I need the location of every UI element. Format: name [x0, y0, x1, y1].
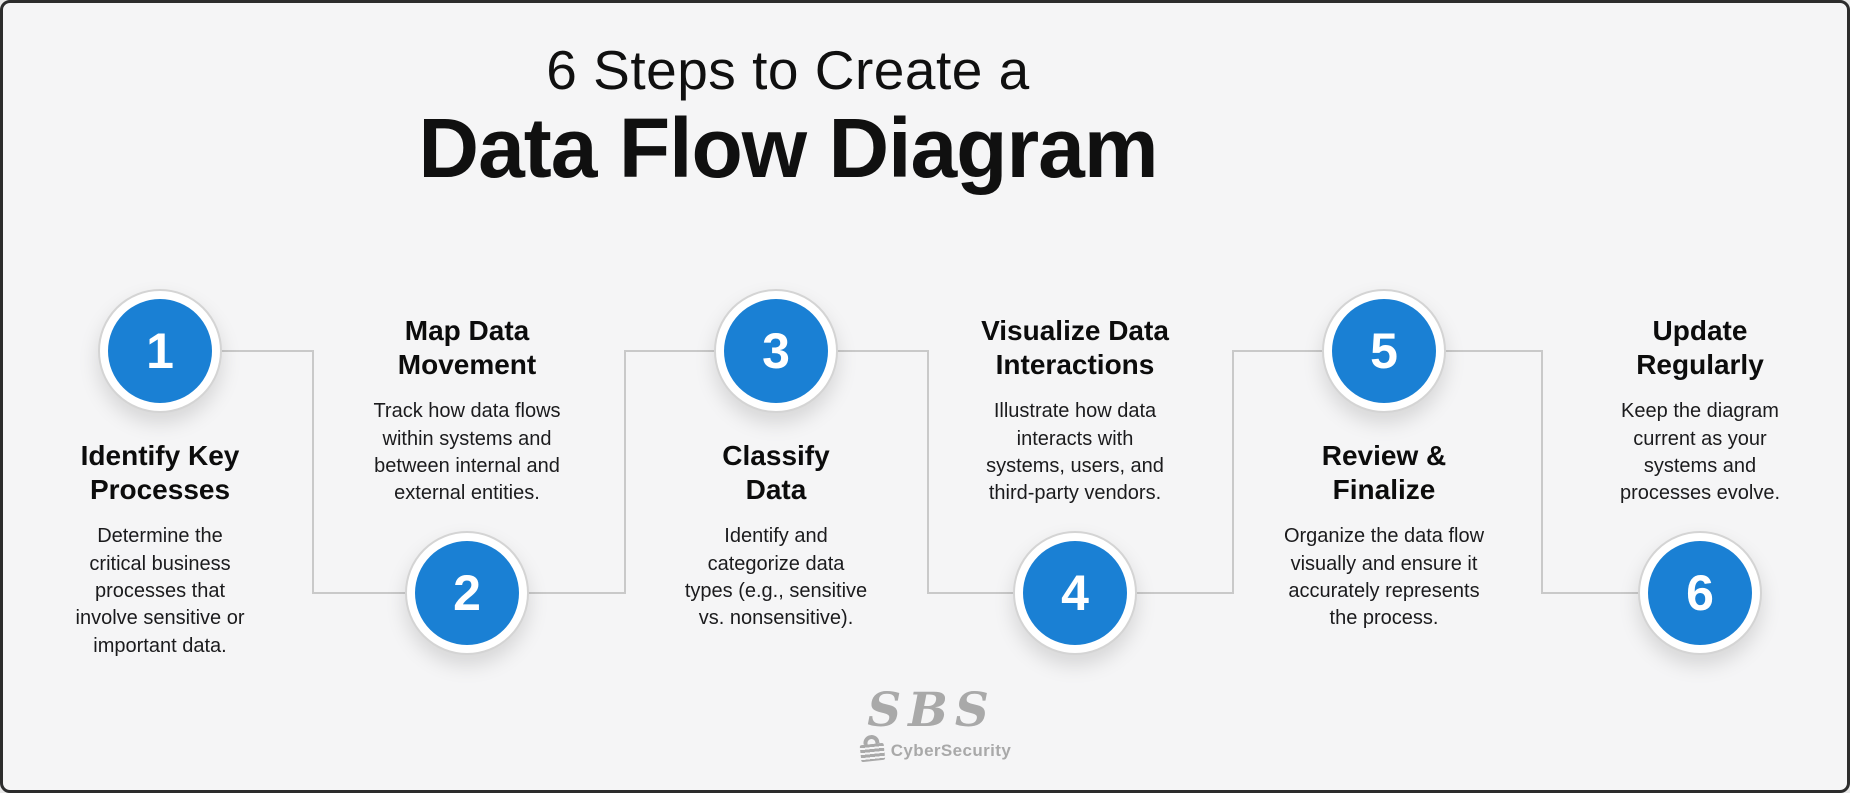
- step-5-circle: 5: [1322, 289, 1446, 413]
- step-4-heading: Visualize Data Interactions: [981, 315, 1169, 381]
- step-3-number: 3: [762, 323, 790, 379]
- step-2-number: 2: [453, 565, 481, 621]
- step-4-circle: 4: [1013, 531, 1137, 655]
- step-6-heading: Update Regularly: [1636, 315, 1764, 381]
- step-6-description: Keep the diagram current as your systems…: [1619, 400, 1781, 505]
- step-5-number: 5: [1370, 323, 1398, 379]
- step-4-number: 4: [1061, 565, 1089, 621]
- step-5-description: Organize the data flow visually and ensu…: [1283, 525, 1485, 630]
- step-6: Update Regularly Keep the diagram curren…: [1550, 308, 1847, 655]
- zigzag-connector-line: [160, 350, 1700, 594]
- step-5-heading: Review & Finalize: [1321, 440, 1447, 506]
- step-3-heading: Classify Data: [722, 440, 830, 506]
- step-1: 1 Identify Key Processes Determine the c…: [10, 289, 310, 660]
- step-6-number: 6: [1686, 565, 1714, 621]
- logo-subrow: CyberSecurity: [845, 734, 1012, 763]
- step-1-heading: Identify Key Processes: [80, 440, 240, 506]
- step-4: Visualize Data Interactions Illustrate h…: [925, 308, 1225, 655]
- step-2-circle: 2: [405, 531, 529, 655]
- step-5: 5 Review & Finalize Organize the data fl…: [1234, 289, 1534, 633]
- step-2-heading: Map Data Movement: [397, 315, 537, 381]
- step-4-description: Illustrate how data interacts with syste…: [986, 400, 1164, 505]
- step-1-circle-fill: 1: [108, 299, 212, 403]
- step-4-circle-fill: 4: [1023, 541, 1127, 645]
- sbs-logo-text: SBS: [867, 683, 996, 738]
- step-3-circle-fill: 3: [724, 299, 828, 403]
- step-1-description: Determine the critical business processe…: [75, 525, 245, 657]
- step-5-circle-fill: 5: [1332, 299, 1436, 403]
- step-6-circle: 6: [1638, 531, 1762, 655]
- step-1-number: 1: [146, 323, 174, 379]
- step-2-circle-fill: 2: [415, 541, 519, 645]
- step-6-circle-fill: 6: [1648, 541, 1752, 645]
- padlock-icon: [857, 734, 886, 763]
- step-1-circle: 1: [98, 289, 222, 413]
- title-subline: 6 Steps to Create a: [546, 39, 1030, 101]
- step-2-description: Track how data flows within systems and …: [373, 400, 561, 505]
- title-block: 6 Steps to Create a Data Flow Diagram: [338, 39, 1238, 190]
- step-3-description: Identify and categorize data types (e.g.…: [684, 525, 868, 630]
- step-2: Map Data Movement Track how data flows w…: [317, 308, 617, 655]
- page-title: Data Flow Diagram: [418, 101, 1158, 196]
- sbs-cybersecurity-logo: SBS CyberSecurity: [778, 683, 1078, 763]
- step-3-circle: 3: [714, 289, 838, 413]
- cybersecurity-logo-text: CyberSecurity: [890, 741, 1012, 760]
- step-3: 3 Classify Data Identify and categorize …: [626, 289, 926, 633]
